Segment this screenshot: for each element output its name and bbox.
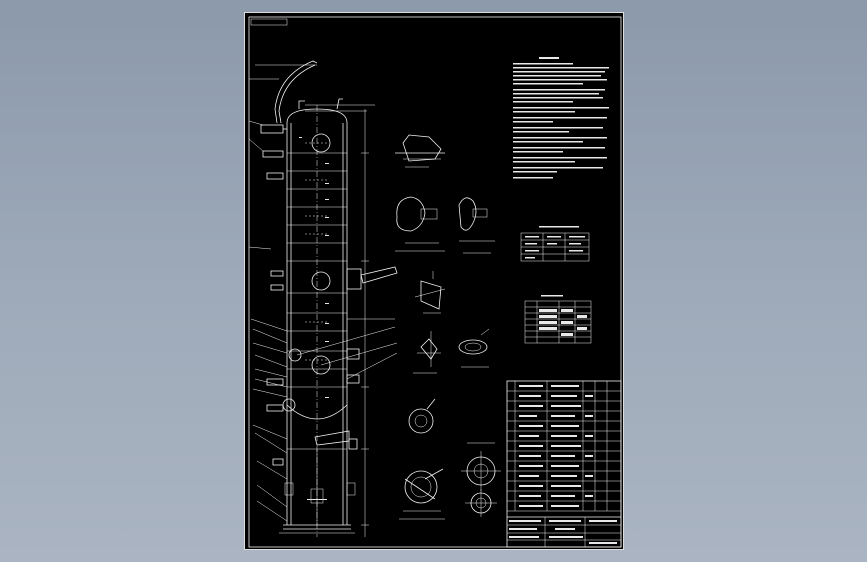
sheet-tag-box [250,18,288,26]
drawing-canvas [248,16,622,548]
parts-list-and-title-block [506,380,622,548]
nozzle-table [524,295,592,344]
design-data-table [520,226,590,262]
detail-views [395,134,501,520]
technical-notes [513,57,609,179]
inner-frame [248,16,622,548]
drawing-sheet[interactable] [244,12,624,550]
column-elevation [248,60,398,537]
